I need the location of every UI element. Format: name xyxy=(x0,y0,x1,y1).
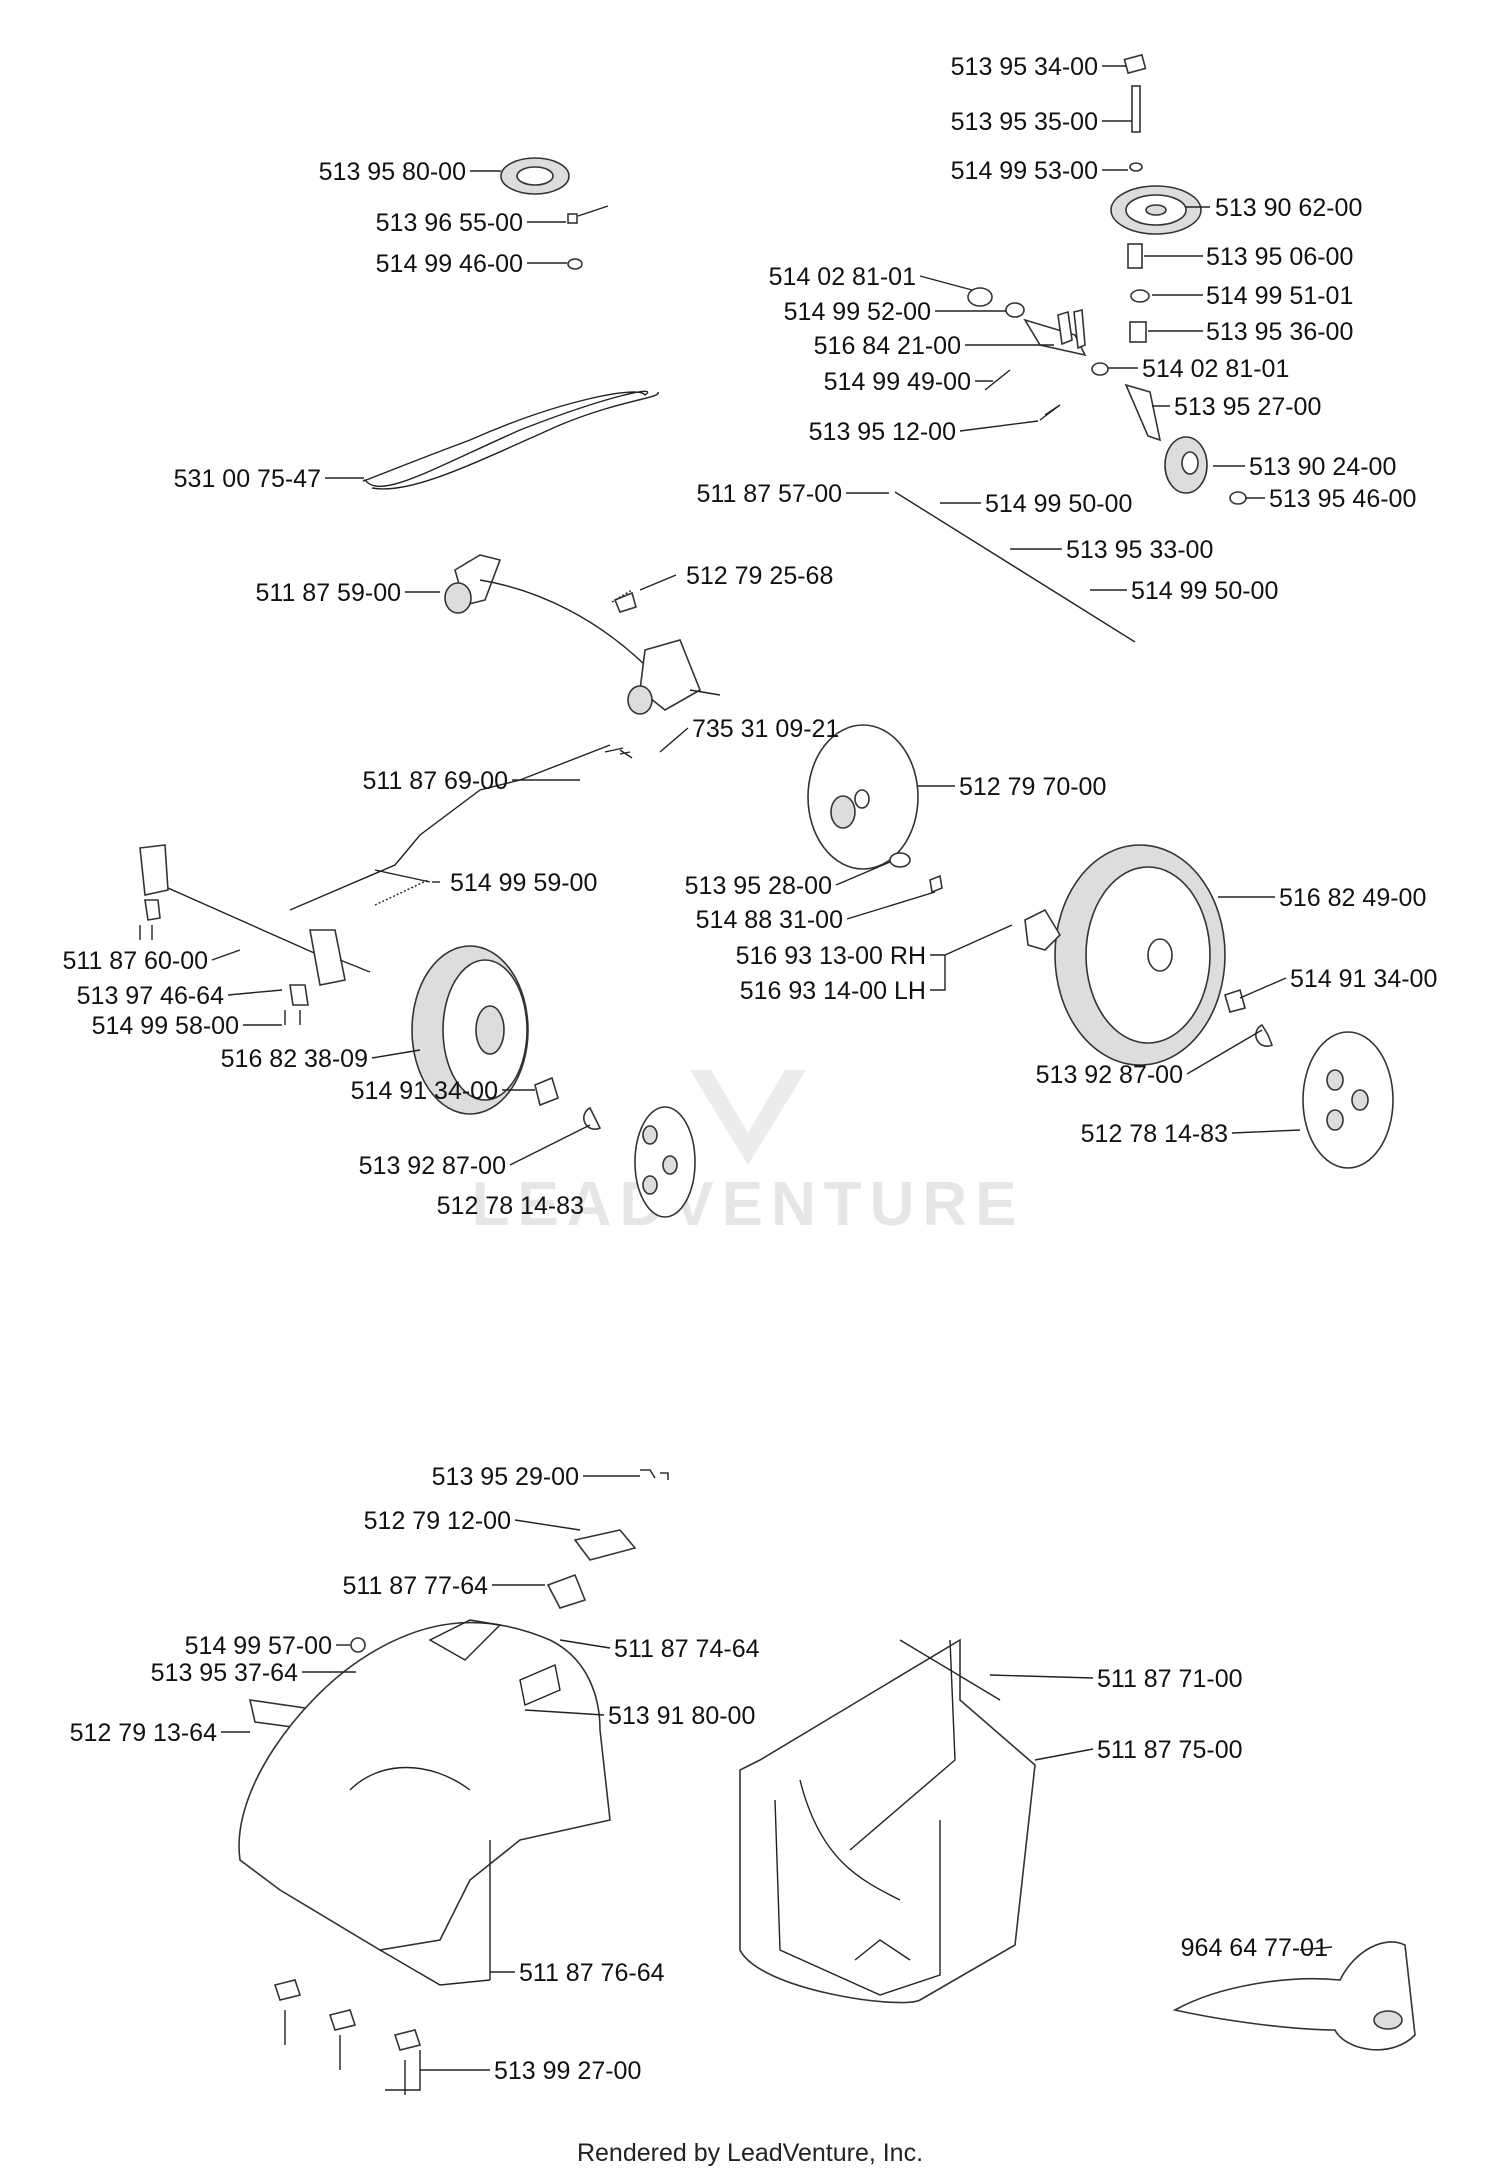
part-label: 511 87 60-00 xyxy=(63,947,209,975)
part-label: 513 95 06-00 xyxy=(1206,243,1353,271)
part-label: 514 99 57-00 xyxy=(185,1632,332,1660)
watermark: LEADVENTURE xyxy=(471,1070,1024,1239)
part-label: 735 31 09-21 xyxy=(692,715,839,743)
part-label: 512 79 70-00 xyxy=(959,773,1106,801)
part-label: 531 00 75-47 xyxy=(174,465,321,493)
part-label: 512 79 13-64 xyxy=(70,1719,217,1747)
part-label: 514 99 51-01 xyxy=(1206,282,1353,310)
part-label: 514 88 31-00 xyxy=(696,906,843,934)
part-label: 511 87 69-00 xyxy=(363,767,509,795)
part-label: 513 99 27-00 xyxy=(494,2057,641,2085)
part-label: 514 99 46-00 xyxy=(376,250,523,278)
part-label: 514 91 34-00 xyxy=(351,1077,498,1105)
part-label: 514 99 50-00 xyxy=(985,490,1132,518)
part-label: 513 90 62-00 xyxy=(1215,194,1362,222)
part-label: 516 82 49-00 xyxy=(1279,884,1426,912)
part-label: 513 96 55-00 xyxy=(376,209,523,237)
part-label: 512 79 12-00 xyxy=(364,1507,511,1535)
leader-lines xyxy=(211,65,1333,2091)
part-label: 514 02 81-01 xyxy=(769,263,916,291)
part-label: 513 95 80-00 xyxy=(319,158,466,186)
part-label: 514 99 58-00 xyxy=(92,1012,239,1040)
part-label: 511 87 71-00 xyxy=(1097,1665,1243,1693)
watermark-text: LEADVENTURE xyxy=(471,1170,1024,1239)
part-label: 511 87 77-64 xyxy=(343,1572,489,1600)
part-label: 513 95 37-64 xyxy=(151,1659,298,1687)
part-label: 513 97 46-64 xyxy=(77,982,224,1010)
part-label: 511 87 74-64 xyxy=(614,1635,760,1663)
part-label: 512 78 14-83 xyxy=(437,1192,584,1220)
part-label: 512 78 14-83 xyxy=(1081,1120,1228,1148)
part-label: 513 90 24-00 xyxy=(1249,453,1396,481)
part-label: 513 95 35-00 xyxy=(951,108,1098,136)
part-label: 964 64 77-01 xyxy=(1181,1934,1328,1962)
part-label: 513 95 29-00 xyxy=(432,1463,579,1491)
part-label: 514 99 59-00 xyxy=(450,869,597,897)
part-label: 513 95 34-00 xyxy=(951,53,1098,81)
part-label: 514 99 53-00 xyxy=(951,157,1098,185)
part-label: 513 95 27-00 xyxy=(1174,393,1321,421)
part-label: 514 99 52-00 xyxy=(784,298,931,326)
part-labels: 513 95 34-00 513 95 35-00 514 99 53-00 5… xyxy=(63,53,1438,2085)
part-label: 511 87 59-00 xyxy=(256,579,402,607)
part-label: 514 99 49-00 xyxy=(824,368,971,396)
part-label: 513 95 28-00 xyxy=(685,872,832,900)
part-drawings xyxy=(139,53,1416,2095)
part-label: 511 87 75-00 xyxy=(1097,1736,1243,1764)
part-label: 516 93 14-00 LH xyxy=(740,977,926,1005)
part-label: 516 93 13-00 RH xyxy=(736,942,926,970)
part-label: 513 95 46-00 xyxy=(1269,485,1416,513)
part-label: 512 79 25-68 xyxy=(686,562,833,590)
part-label: 513 91 80-00 xyxy=(608,1702,755,1730)
part-label: 514 99 50-00 xyxy=(1131,577,1278,605)
part-label: 511 87 76-64 xyxy=(519,1959,665,1987)
part-label: 514 91 34-00 xyxy=(1290,965,1437,993)
part-label: 511 87 57-00 xyxy=(697,480,843,508)
footer-credit: Rendered by LeadVenture, Inc. xyxy=(577,2139,923,2167)
part-label: 514 02 81-01 xyxy=(1142,355,1289,383)
part-label: 516 84 21-00 xyxy=(814,332,961,360)
part-label: 513 95 12-00 xyxy=(809,418,956,446)
part-label: 516 82 38-09 xyxy=(221,1045,368,1073)
part-label: 513 92 87-00 xyxy=(359,1152,506,1180)
part-label: 513 95 36-00 xyxy=(1206,318,1353,346)
part-label: 513 92 87-00 xyxy=(1036,1061,1183,1089)
part-label: 513 95 33-00 xyxy=(1066,536,1213,564)
